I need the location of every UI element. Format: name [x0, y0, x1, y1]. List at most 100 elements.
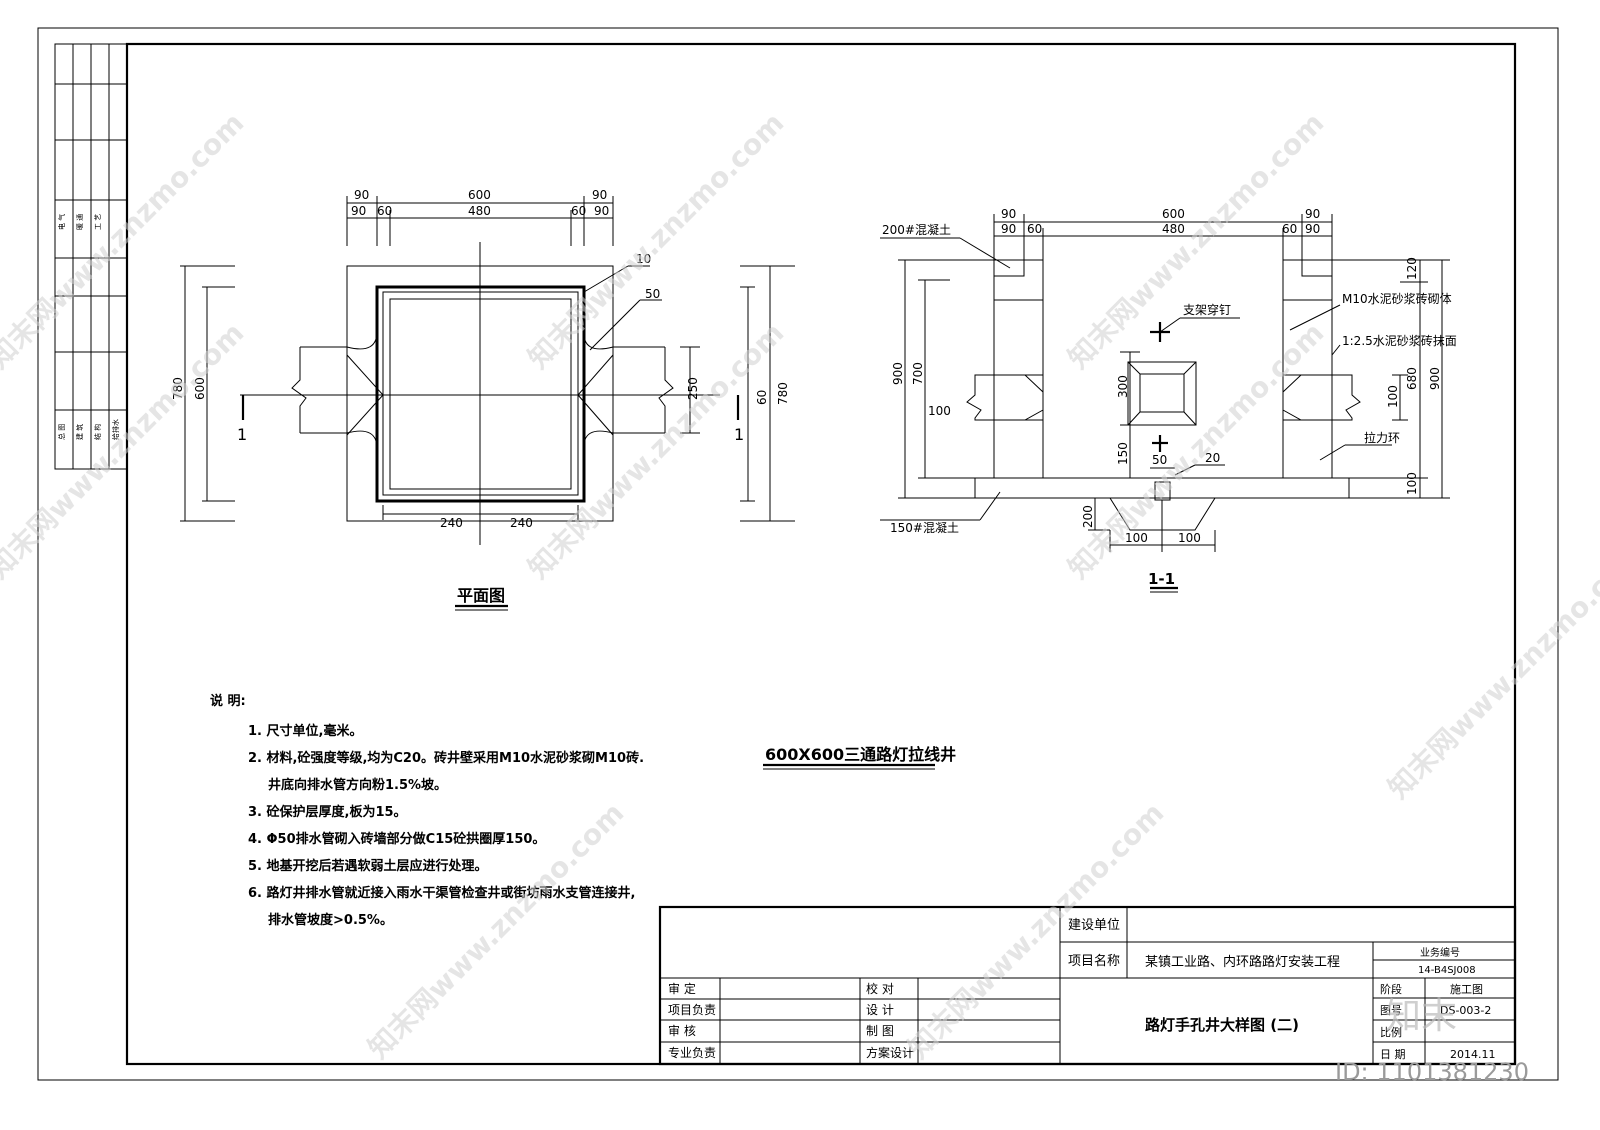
tb-stage-label: 阶段	[1380, 982, 1402, 996]
plan-dim-600-left: 600	[193, 377, 207, 400]
side-stamp-label: 给排水	[111, 419, 120, 440]
sec-dim-90-left-2: 90	[1001, 222, 1016, 236]
note-1: 1. 尺寸单位,毫米。	[248, 723, 362, 739]
sec-dim-100-right: 100	[1405, 472, 1419, 495]
plan-dim-60-left: 60	[377, 204, 392, 218]
tb-build-unit-label: 建设单位	[1068, 918, 1120, 933]
note-6: 6. 路灯井排水管就近接入雨水干渠管检查井或街坊雨水支管连接井,	[248, 885, 635, 901]
sec-dim-480: 480	[1162, 222, 1185, 236]
plan-dim-90-left: 90	[354, 188, 369, 202]
tb-sign-r4-b: 方案设计	[866, 1045, 914, 1060]
sec-dim-90-right: 90	[1305, 207, 1320, 221]
watermark-text: 知末网www.znzmo.com	[902, 796, 1171, 1065]
sec-label-plaster: 1:2.5水泥砂浆砖抹面	[1342, 333, 1457, 348]
note-5: 5. 地基开挖后若遇软弱土层应进行处理。	[248, 858, 488, 874]
main-title: 600X600三通路灯拉线井	[765, 745, 956, 764]
side-stamp-label: 结 构	[93, 424, 102, 440]
section-view	[880, 214, 1450, 593]
plan-dim-780-right: 780	[776, 382, 790, 405]
sec-label-ring: 拉力环	[1364, 430, 1400, 445]
sec-label-bolt: 支架穿钉	[1183, 302, 1231, 317]
plan-dim-780-left: 780	[171, 377, 185, 400]
plan-dim-480: 480	[468, 204, 491, 218]
plan-title: 平面图	[457, 586, 505, 605]
notes-heading: 说 明:	[210, 693, 246, 709]
plan-dim-250: 250	[686, 377, 700, 400]
sec-label-masonry: M10水泥砂浆砖砌体	[1342, 291, 1452, 306]
tb-sign-r1-b: 校 对	[866, 981, 894, 996]
plan-dim-240-left: 240	[440, 516, 463, 530]
sec-dim-50: 50	[1152, 453, 1167, 467]
watermark-text: 知末网www.znzmo.com	[1382, 536, 1600, 805]
tb-sign-r4-a: 专业负责	[668, 1045, 716, 1060]
tb-business-no-label: 业务编号	[1420, 946, 1460, 959]
plan-dim-90-right: 90	[592, 188, 607, 202]
sec-dim-100-left: 100	[928, 404, 951, 418]
section-title: 1-1	[1148, 570, 1175, 588]
sec-dim-120: 120	[1405, 257, 1419, 280]
note-2: 2. 材料,砼强度等级,均为C20。砖井壁采用M10水泥砂浆砌M10砖.	[248, 750, 644, 766]
tb-sign-r2-a: 项目负责	[668, 1003, 716, 1017]
sec-dim-700: 700	[911, 362, 925, 385]
sec-dim-200: 200	[1081, 505, 1095, 528]
plan-dim-60-right: 60	[571, 204, 586, 218]
tb-sign-r3-b: 制 图	[866, 1024, 894, 1038]
sec-dim-300: 300	[1116, 375, 1130, 398]
plan-dim-240-right: 240	[510, 516, 533, 530]
sec-dim-100-b1: 100	[1125, 531, 1148, 545]
tb-drawing-title: 路灯手孔井大样图 (二)	[1145, 1016, 1299, 1034]
note-4: 4. Φ50排水管砌入砖墙部分做C15砼拱圈厚150。	[248, 831, 545, 847]
tb-date-label: 日 期	[1380, 1048, 1406, 1061]
sec-dim-90-left: 90	[1001, 207, 1016, 221]
tb-sign-r2-b: 设 计	[866, 1003, 894, 1017]
tb-scale-label: 比例	[1380, 1025, 1402, 1039]
title-block	[658, 905, 1517, 1066]
sec-dim-60-right: 60	[1282, 222, 1297, 236]
tb-sign-r3-a: 审 核	[668, 1023, 696, 1038]
tb-business-no-value: 14-B4SJ008	[1418, 965, 1476, 976]
tb-stage-value: 施工图	[1450, 983, 1483, 996]
sec-dim-150: 150	[1116, 442, 1130, 465]
sec-label-c200: 200#混凝土	[882, 222, 951, 237]
sec-dim-680: 680	[1405, 367, 1419, 390]
tb-sign-r1-a: 审 定	[668, 981, 696, 996]
side-stamp-label: 工 艺	[94, 214, 102, 230]
image-id-label: ID: 1101381230	[1335, 1058, 1529, 1086]
plan-view	[180, 196, 795, 611]
plan-callout-50: 50	[645, 287, 660, 301]
tb-drawing-no-value: DS-003-2	[1440, 1004, 1491, 1017]
note-6b: 排水管坡度>0.5%。	[268, 912, 393, 928]
tb-project-value: 某镇工业路、内环路路灯安装工程	[1145, 954, 1340, 970]
note-3: 3. 砼保护层厚度,板为15。	[248, 804, 407, 820]
sec-dim-60-left: 60	[1027, 222, 1042, 236]
plan-callout-10: 10	[636, 252, 651, 266]
sec-dim-900-right: 900	[1428, 367, 1442, 390]
tb-project-label: 项目名称	[1068, 953, 1120, 969]
plan-dim-90-right-2: 90	[594, 204, 609, 218]
inner-border	[125, 42, 1517, 1066]
side-stamp-label: 建 筑	[75, 424, 84, 440]
sec-dim-100-pipe: 100	[1386, 385, 1400, 408]
side-stamp: 总 图建 筑结 构给排水 电 气暖 通 工 艺	[54, 43, 128, 470]
plan-section-mark-left: 1	[237, 425, 247, 444]
watermark-logo: 知末	[1385, 996, 1457, 1037]
outer-border	[37, 27, 1559, 1081]
tb-drawing-no-label: 图号	[1380, 1004, 1402, 1017]
note-2b: 井底向排水管方向粉1.5%坡。	[268, 777, 447, 793]
plan-dim-90-left-2: 90	[351, 204, 366, 218]
side-stamp-label: 总 图	[57, 424, 66, 440]
plan-dim-600: 600	[468, 188, 491, 202]
sec-dim-600: 600	[1162, 207, 1185, 221]
sec-dim-20: 20	[1205, 451, 1220, 465]
side-stamp-label: 电 气	[57, 214, 66, 230]
plan-section-mark-right: 1	[734, 425, 744, 444]
sec-dim-100-b2: 100	[1178, 531, 1201, 545]
sec-dim-900-left: 900	[891, 362, 905, 385]
plan-dim-60-right: 60	[755, 390, 769, 405]
sec-dim-90-right-2: 90	[1305, 222, 1320, 236]
sec-label-c150: 150#混凝土	[890, 520, 959, 535]
tb-date-value: 2014.11	[1450, 1048, 1496, 1061]
side-stamp-label: 暖 通	[75, 214, 84, 230]
